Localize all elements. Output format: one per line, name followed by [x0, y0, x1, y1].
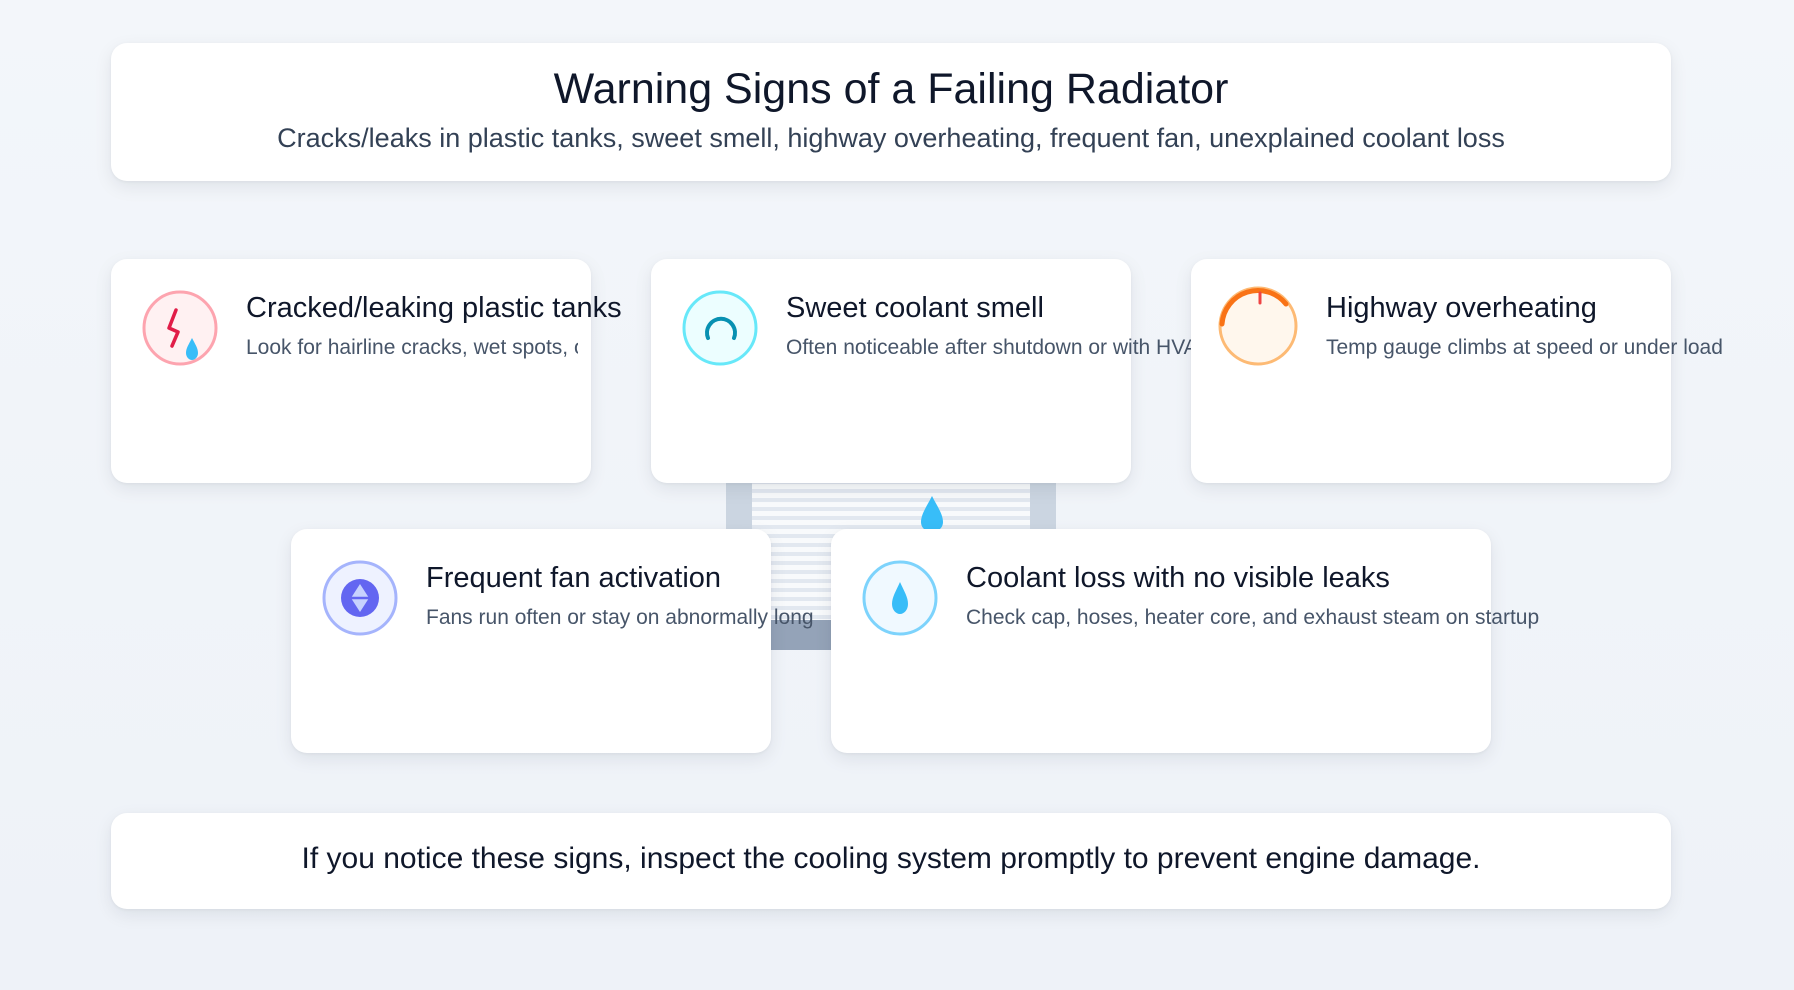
card-description: Fans run often or stay on abnormally lon…: [426, 606, 814, 629]
coolant-drip-icon: [919, 494, 945, 539]
footer-note: If you notice these signs, inspect the c…: [301, 842, 1481, 875]
card-frequent-fan: Frequent fan activation Fans run often o…: [291, 529, 814, 753]
page-title: Warning Signs of a Failing Radiator: [553, 65, 1229, 113]
card-title: Cracked/leaking plastic tanks: [246, 292, 622, 324]
card-description: Often noticeable after shutdown or with …: [786, 336, 1193, 359]
card-description: Temp gauge climbs at speed or under load: [1326, 336, 1723, 359]
footer-panel: If you notice these signs, inspect the c…: [111, 813, 1671, 909]
coolant-drop-icon: [862, 560, 938, 636]
card-coolant-loss: Coolant loss with no visible leaks Check…: [831, 529, 1539, 753]
card-description: Check cap, hoses, heater core, and exhau…: [966, 606, 1540, 629]
header-panel: Warning Signs of a Failing Radiator Crac…: [111, 43, 1671, 181]
card-highway-overheating: Highway overheating Temp gauge climbs at…: [1191, 259, 1723, 483]
card-cracked-tanks: Cracked/leaking plastic tanks Look for h…: [111, 259, 622, 483]
page-subtitle: Cracks/leaks in plastic tanks, sweet sme…: [277, 123, 1505, 153]
card-title: Sweet coolant smell: [786, 292, 1044, 324]
card-title: Highway overheating: [1326, 292, 1597, 324]
card-title: Frequent fan activation: [426, 562, 722, 594]
card-sweet-smell: Sweet coolant smell Often noticeable aft…: [651, 259, 1193, 483]
cracked-tank-icon: [142, 290, 218, 366]
card-description: Look for hairline cracks, wet spots, or …: [246, 336, 578, 359]
smell-icon: [682, 290, 758, 366]
fan-icon: [322, 560, 398, 636]
card-title: Coolant loss with no visible leaks: [966, 562, 1390, 594]
temperature-gauge-icon: [1212, 280, 1302, 370]
